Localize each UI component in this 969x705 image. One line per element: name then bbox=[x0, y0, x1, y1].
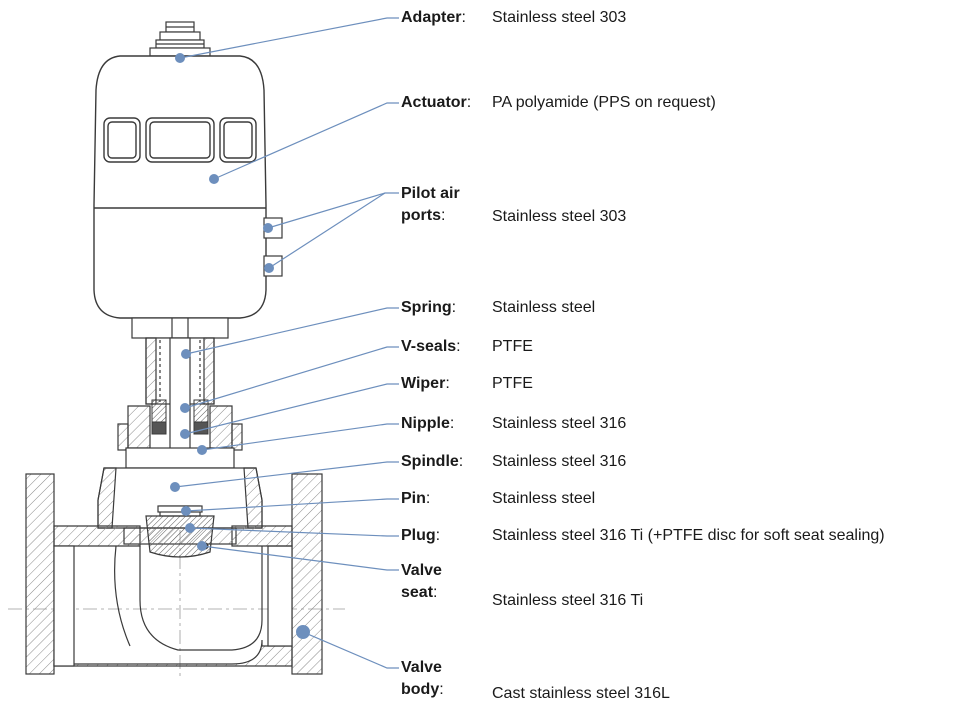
label-seat-name-line1: Valve bbox=[401, 562, 442, 579]
dot-adapter bbox=[175, 53, 185, 63]
label-v-seals: V-seals: bbox=[401, 338, 461, 355]
label-wiper: Wiper: bbox=[401, 375, 450, 392]
leader-lines bbox=[174, 17, 399, 669]
material-v-seals: PTFE bbox=[492, 338, 533, 355]
label-spindle-name: Spindle bbox=[401, 453, 459, 470]
leader-dots bbox=[170, 53, 310, 639]
leader-adapter bbox=[179, 17, 399, 59]
label-body-name-line1: Valve bbox=[401, 659, 442, 676]
label-nipple-name: Nipple bbox=[401, 415, 450, 432]
material-adapter: Stainless steel 303 bbox=[492, 9, 627, 26]
dot-body bbox=[296, 625, 310, 639]
seal-stack bbox=[151, 399, 209, 435]
dot-wiper bbox=[180, 429, 190, 439]
dot-nipple bbox=[197, 445, 207, 455]
material-valve-seat: Stainless steel 316 Ti bbox=[492, 592, 644, 609]
leader-seat bbox=[201, 545, 399, 571]
dot-pin bbox=[181, 506, 191, 516]
leader-vseals bbox=[184, 346, 399, 409]
material-nipple: Stainless steel 316 bbox=[492, 415, 627, 432]
actuator-housing bbox=[93, 55, 267, 319]
label-pin-name: Pin bbox=[401, 490, 426, 507]
leader-pilot-2 bbox=[268, 192, 386, 269]
leader-spindle bbox=[174, 461, 399, 488]
leader-actuator bbox=[213, 102, 399, 180]
label-adapter-name: Adapter bbox=[401, 9, 462, 26]
label-spindle: Spindle: bbox=[401, 453, 464, 470]
dot-plug bbox=[185, 523, 195, 533]
label-v-seals-name: V-seals bbox=[401, 338, 457, 355]
label-spring-name: Spring bbox=[401, 299, 452, 316]
material-spring: Stainless steel bbox=[492, 299, 596, 316]
dot-vseals bbox=[180, 403, 190, 413]
nipple-part bbox=[117, 405, 243, 469]
material-pin: Stainless steel bbox=[492, 490, 596, 507]
material-spindle: Stainless steel 316 bbox=[492, 453, 627, 470]
dot-spindle bbox=[170, 482, 180, 492]
label-seat-name-line2: seat bbox=[401, 584, 434, 601]
dot-seat bbox=[197, 541, 207, 551]
dot-pilot-2 bbox=[264, 263, 274, 273]
material-plug: Stainless steel 316 Ti (+PTFE disc for s… bbox=[492, 527, 885, 544]
label-body-name-line2: body bbox=[401, 681, 440, 698]
adapter-part bbox=[149, 21, 211, 57]
label-actuator-name: Actuator bbox=[401, 94, 467, 111]
leader-wiper bbox=[184, 383, 399, 435]
material-pilot-air-ports: Stainless steel 303 bbox=[492, 208, 627, 225]
material-actuator: PA polyamide (PPS on request) bbox=[492, 94, 716, 111]
label-pin: Pin: bbox=[401, 490, 431, 507]
material-valve-body: Cast stainless steel 316L bbox=[492, 685, 670, 702]
valve-body-part bbox=[25, 467, 323, 675]
label-adapter: Adapter: bbox=[401, 9, 466, 26]
leader-pilot-1 bbox=[267, 192, 399, 229]
label-plug-name: Plug bbox=[401, 527, 436, 544]
label-pilot-name-line1: Pilot air bbox=[401, 185, 460, 202]
label-actuator: Actuator: bbox=[401, 94, 472, 111]
leader-spring bbox=[185, 307, 399, 355]
dot-spring bbox=[181, 349, 191, 359]
leader-nipple bbox=[201, 423, 399, 451]
leader-body bbox=[302, 631, 399, 669]
leader-plug bbox=[189, 527, 399, 537]
label-wiper-name: Wiper bbox=[401, 375, 446, 392]
label-spring: Spring: bbox=[401, 299, 457, 316]
dot-actuator bbox=[209, 174, 219, 184]
label-nipple: Nipple: bbox=[401, 415, 455, 432]
label-pilot-name-line2: ports bbox=[401, 207, 441, 224]
dot-pilot-1 bbox=[263, 223, 273, 233]
material-wiper: PTFE bbox=[492, 375, 533, 392]
label-plug: Plug: bbox=[401, 527, 441, 544]
actuator-neck bbox=[131, 317, 229, 339]
leader-pin bbox=[185, 498, 399, 512]
